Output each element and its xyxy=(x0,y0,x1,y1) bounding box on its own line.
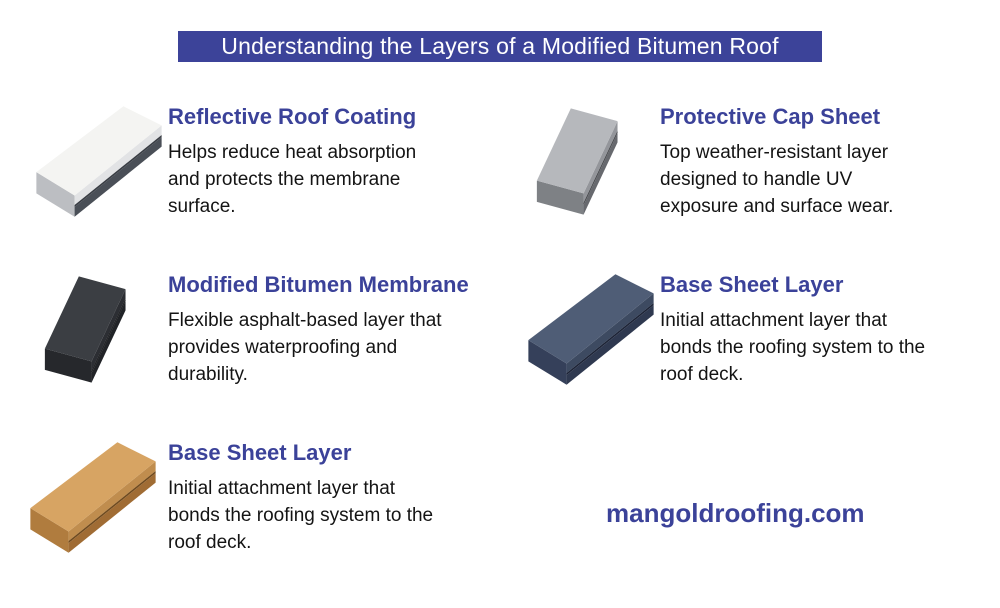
slab-side-upper xyxy=(74,125,162,206)
slab-seam xyxy=(68,470,156,544)
layer-item-protective-cap-sheet: Protective Cap Sheet Top weather-resista… xyxy=(522,100,980,268)
layer-heading: Modified Bitumen Membrane xyxy=(168,272,469,297)
layer-description-line: Initial attachment layer that xyxy=(168,478,396,499)
layer-description-line: Initial attachment layer that xyxy=(660,310,888,331)
layer-description: Initial attachment layer that bonds the … xyxy=(168,475,433,556)
layer-heading: Base Sheet Layer xyxy=(168,440,352,465)
slab-side-lower xyxy=(68,473,156,553)
layer-description-line: roof deck. xyxy=(660,364,744,385)
slab-side-upper xyxy=(566,293,654,374)
layer-description: Flexible asphalt-based layer that provid… xyxy=(168,307,469,388)
slab-side-lower xyxy=(583,132,618,215)
layer-description-line: bonds the roofing system to the xyxy=(660,337,926,358)
layer-heading: Base Sheet Layer xyxy=(660,272,844,297)
slab-left-face xyxy=(536,180,584,215)
layer-description-line: bonds the roofing system to the xyxy=(168,505,434,526)
slab-side-lower xyxy=(91,300,126,383)
slab-illustration-wood xyxy=(30,442,156,553)
layers-grid: Reflective Roof Coating Helps reduce hea… xyxy=(30,100,980,608)
slab-illustration-black xyxy=(44,276,126,383)
layer-description-line: surface. xyxy=(168,196,236,217)
website-text: mangoldroofing.com xyxy=(606,498,865,528)
layer-item-modified-bitumen-membrane: Modified Bitumen Membrane Flexible aspha… xyxy=(30,268,522,436)
slab-top-face xyxy=(30,442,156,532)
slab-illustration-gray xyxy=(536,108,618,215)
page-title: Understanding the Layers of a Modified B… xyxy=(221,33,779,59)
slab-side-lower xyxy=(74,137,162,217)
layer-description-line: exposure and surface wear. xyxy=(660,196,894,217)
slab-top-face xyxy=(536,108,618,194)
layer-description-line: durability. xyxy=(168,364,248,385)
layer-description-line: and protects the membrane xyxy=(168,169,401,190)
layer-description-line: provides waterproofing and xyxy=(168,337,398,358)
slab-seam xyxy=(91,298,126,374)
layer-description-line: designed to handle UV xyxy=(660,169,853,190)
slab-seam xyxy=(566,302,654,376)
layer-description-line: Flexible asphalt-based layer that xyxy=(168,310,442,331)
slab-illustration-white xyxy=(36,106,162,217)
layer-description-line: Top weather-resistant layer xyxy=(660,142,889,163)
slab-top-face xyxy=(44,276,126,362)
layer-description: Top weather-resistant layer designed to … xyxy=(660,139,893,220)
slab-seam xyxy=(583,130,618,206)
layer-heading: Reflective Roof Coating xyxy=(168,104,417,129)
layer-description-line: roof deck. xyxy=(168,532,252,553)
slab-left-face xyxy=(30,508,69,553)
layer-description-line: Helps reduce heat absorption xyxy=(168,142,417,163)
layer-heading: Protective Cap Sheet xyxy=(660,104,881,129)
slab-top-face xyxy=(36,106,162,196)
title-banner: Understanding the Layers of a Modified B… xyxy=(178,31,822,62)
slab-side-upper xyxy=(68,461,156,542)
slab-side-lower xyxy=(566,305,654,385)
footer-cell: mangoldroofing.com xyxy=(522,436,980,608)
layer-item-base-sheet-layer-blue: Base Sheet Layer Initial attachment laye… xyxy=(522,268,980,436)
slab-left-face xyxy=(36,172,75,217)
slab-left-face xyxy=(528,340,567,385)
slab-seam xyxy=(74,134,162,208)
layer-description: Initial attachment layer that bonds the … xyxy=(660,307,925,388)
slab-illustration-blue xyxy=(528,274,654,385)
layer-item-reflective-roof-coating: Reflective Roof Coating Helps reduce hea… xyxy=(30,100,522,268)
slab-left-face xyxy=(44,348,92,383)
layer-item-base-sheet-layer-wood: Base Sheet Layer Initial attachment laye… xyxy=(30,436,522,608)
layer-description: Helps reduce heat absorption and protect… xyxy=(168,139,416,220)
slab-side-upper xyxy=(583,121,618,203)
slab-top-face xyxy=(528,274,654,364)
slab-side-upper xyxy=(91,289,126,371)
